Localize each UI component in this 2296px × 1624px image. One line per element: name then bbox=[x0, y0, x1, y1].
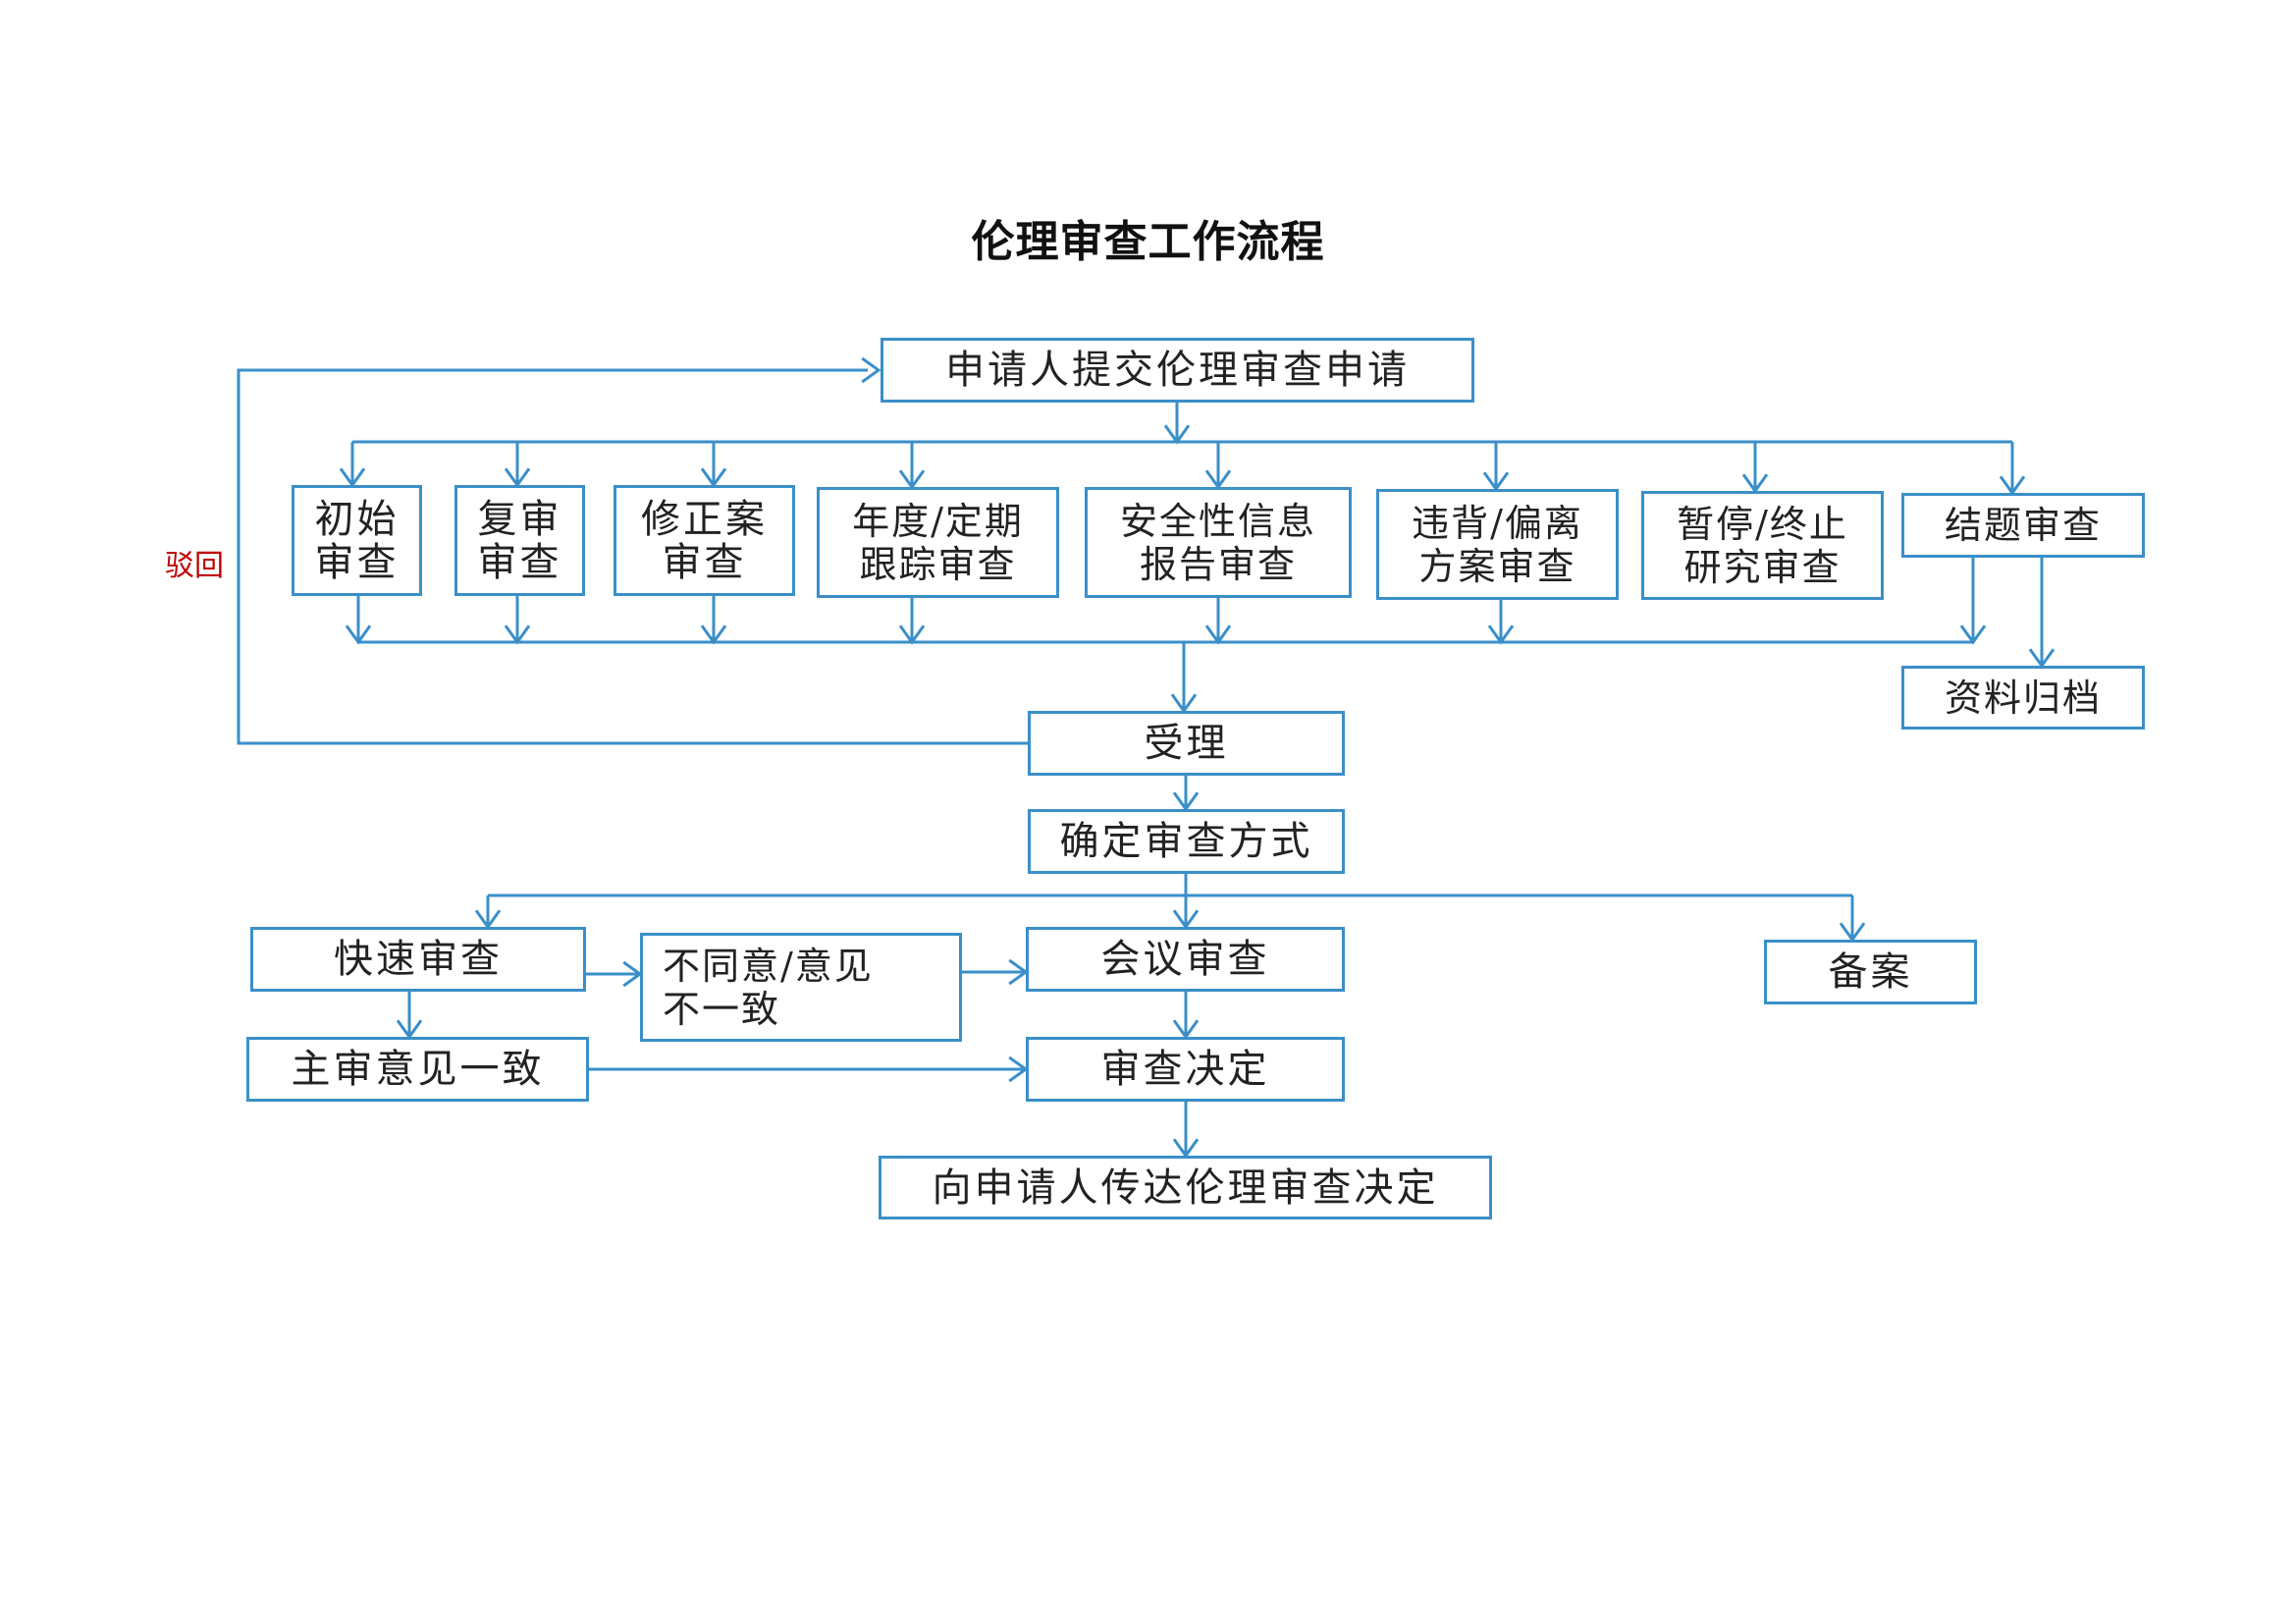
node-accept: 受理 bbox=[1028, 711, 1345, 776]
arrowhead bbox=[504, 624, 531, 645]
reject-label: 驳回 bbox=[165, 549, 224, 583]
arrowhead bbox=[1204, 624, 1232, 645]
node-annual-review: 年度/定期 跟踪审查 bbox=[817, 487, 1059, 598]
node-initial-review: 初始 审查 bbox=[292, 485, 422, 596]
node-disagree: 不同意/意见 不一致 bbox=[640, 933, 962, 1042]
arrowhead bbox=[898, 624, 926, 645]
node-submit: 申请人提交伦理审查申请 bbox=[881, 338, 1474, 403]
arrowhead bbox=[700, 624, 727, 645]
node-deviation-review: 违背/偏离 方案审查 bbox=[1376, 489, 1619, 600]
node-safety-review: 安全性信息 报告审查 bbox=[1085, 487, 1352, 598]
node-expedited-review: 快速审查 bbox=[250, 927, 586, 992]
arrowhead bbox=[861, 356, 881, 384]
page-title: 伦理审查工作流程 bbox=[971, 217, 1325, 267]
arrowhead bbox=[1487, 624, 1515, 645]
reject-loop bbox=[237, 368, 1028, 745]
node-notify: 向申请人传达伦理审查决定 bbox=[879, 1156, 1492, 1219]
node-amendment-review: 修正案 审查 bbox=[614, 485, 795, 596]
node-archive: 资料归档 bbox=[1901, 666, 2145, 730]
node-closure-review: 结题审查 bbox=[1901, 493, 2145, 558]
node-review-method: 确定审查方式 bbox=[1028, 809, 1345, 874]
node-suspend-review: 暂停/终止 研究审查 bbox=[1641, 491, 1884, 600]
arrowhead bbox=[345, 624, 372, 645]
arrowhead bbox=[1959, 624, 1987, 645]
node-filing: 备案 bbox=[1764, 940, 1977, 1004]
node-meeting-review: 会议审查 bbox=[1026, 927, 1345, 992]
node-repeat-review: 复审 审查 bbox=[454, 485, 585, 596]
node-consensus: 主审意见一致 bbox=[246, 1037, 589, 1102]
node-decision: 审查决定 bbox=[1026, 1037, 1345, 1102]
